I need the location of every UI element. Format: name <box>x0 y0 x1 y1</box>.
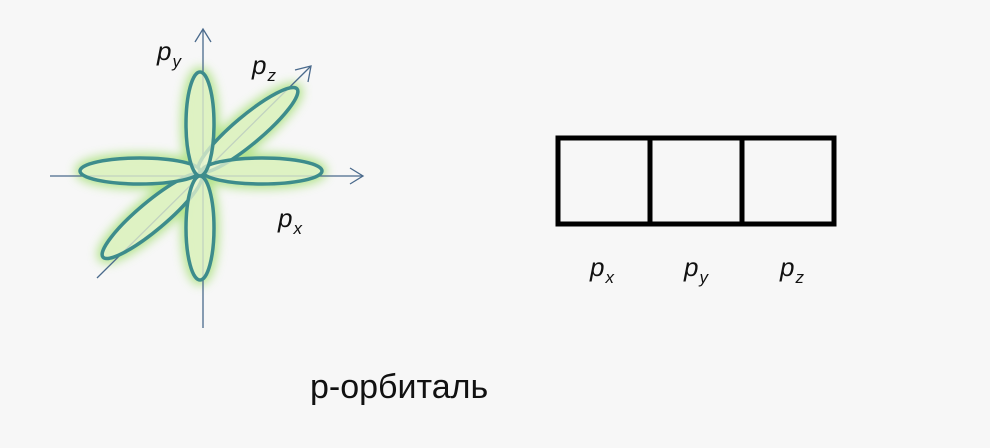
cell-label-py: py <box>684 252 708 287</box>
lobe-px-right <box>200 156 324 186</box>
lobe-px-left <box>78 156 202 186</box>
cell-label-pz: pz <box>780 252 804 287</box>
orbital-lobes <box>78 70 324 282</box>
orbital-cells <box>555 135 837 227</box>
cell-px <box>555 135 653 227</box>
label-pz: pz <box>252 50 276 85</box>
cell-label-px: px <box>590 252 614 287</box>
lobe-py-lower <box>184 174 216 282</box>
z-axis-arrowhead <box>294 65 312 83</box>
diagram-caption: р-орбиталь <box>310 368 489 406</box>
label-px: px <box>278 203 302 238</box>
x-axis-arrowhead <box>349 167 365 185</box>
y-axis-arrowhead <box>194 27 212 43</box>
label-py: py <box>157 36 181 71</box>
lobe-py-upper <box>184 70 216 178</box>
cell-pz <box>739 135 837 227</box>
cell-py <box>647 135 745 227</box>
